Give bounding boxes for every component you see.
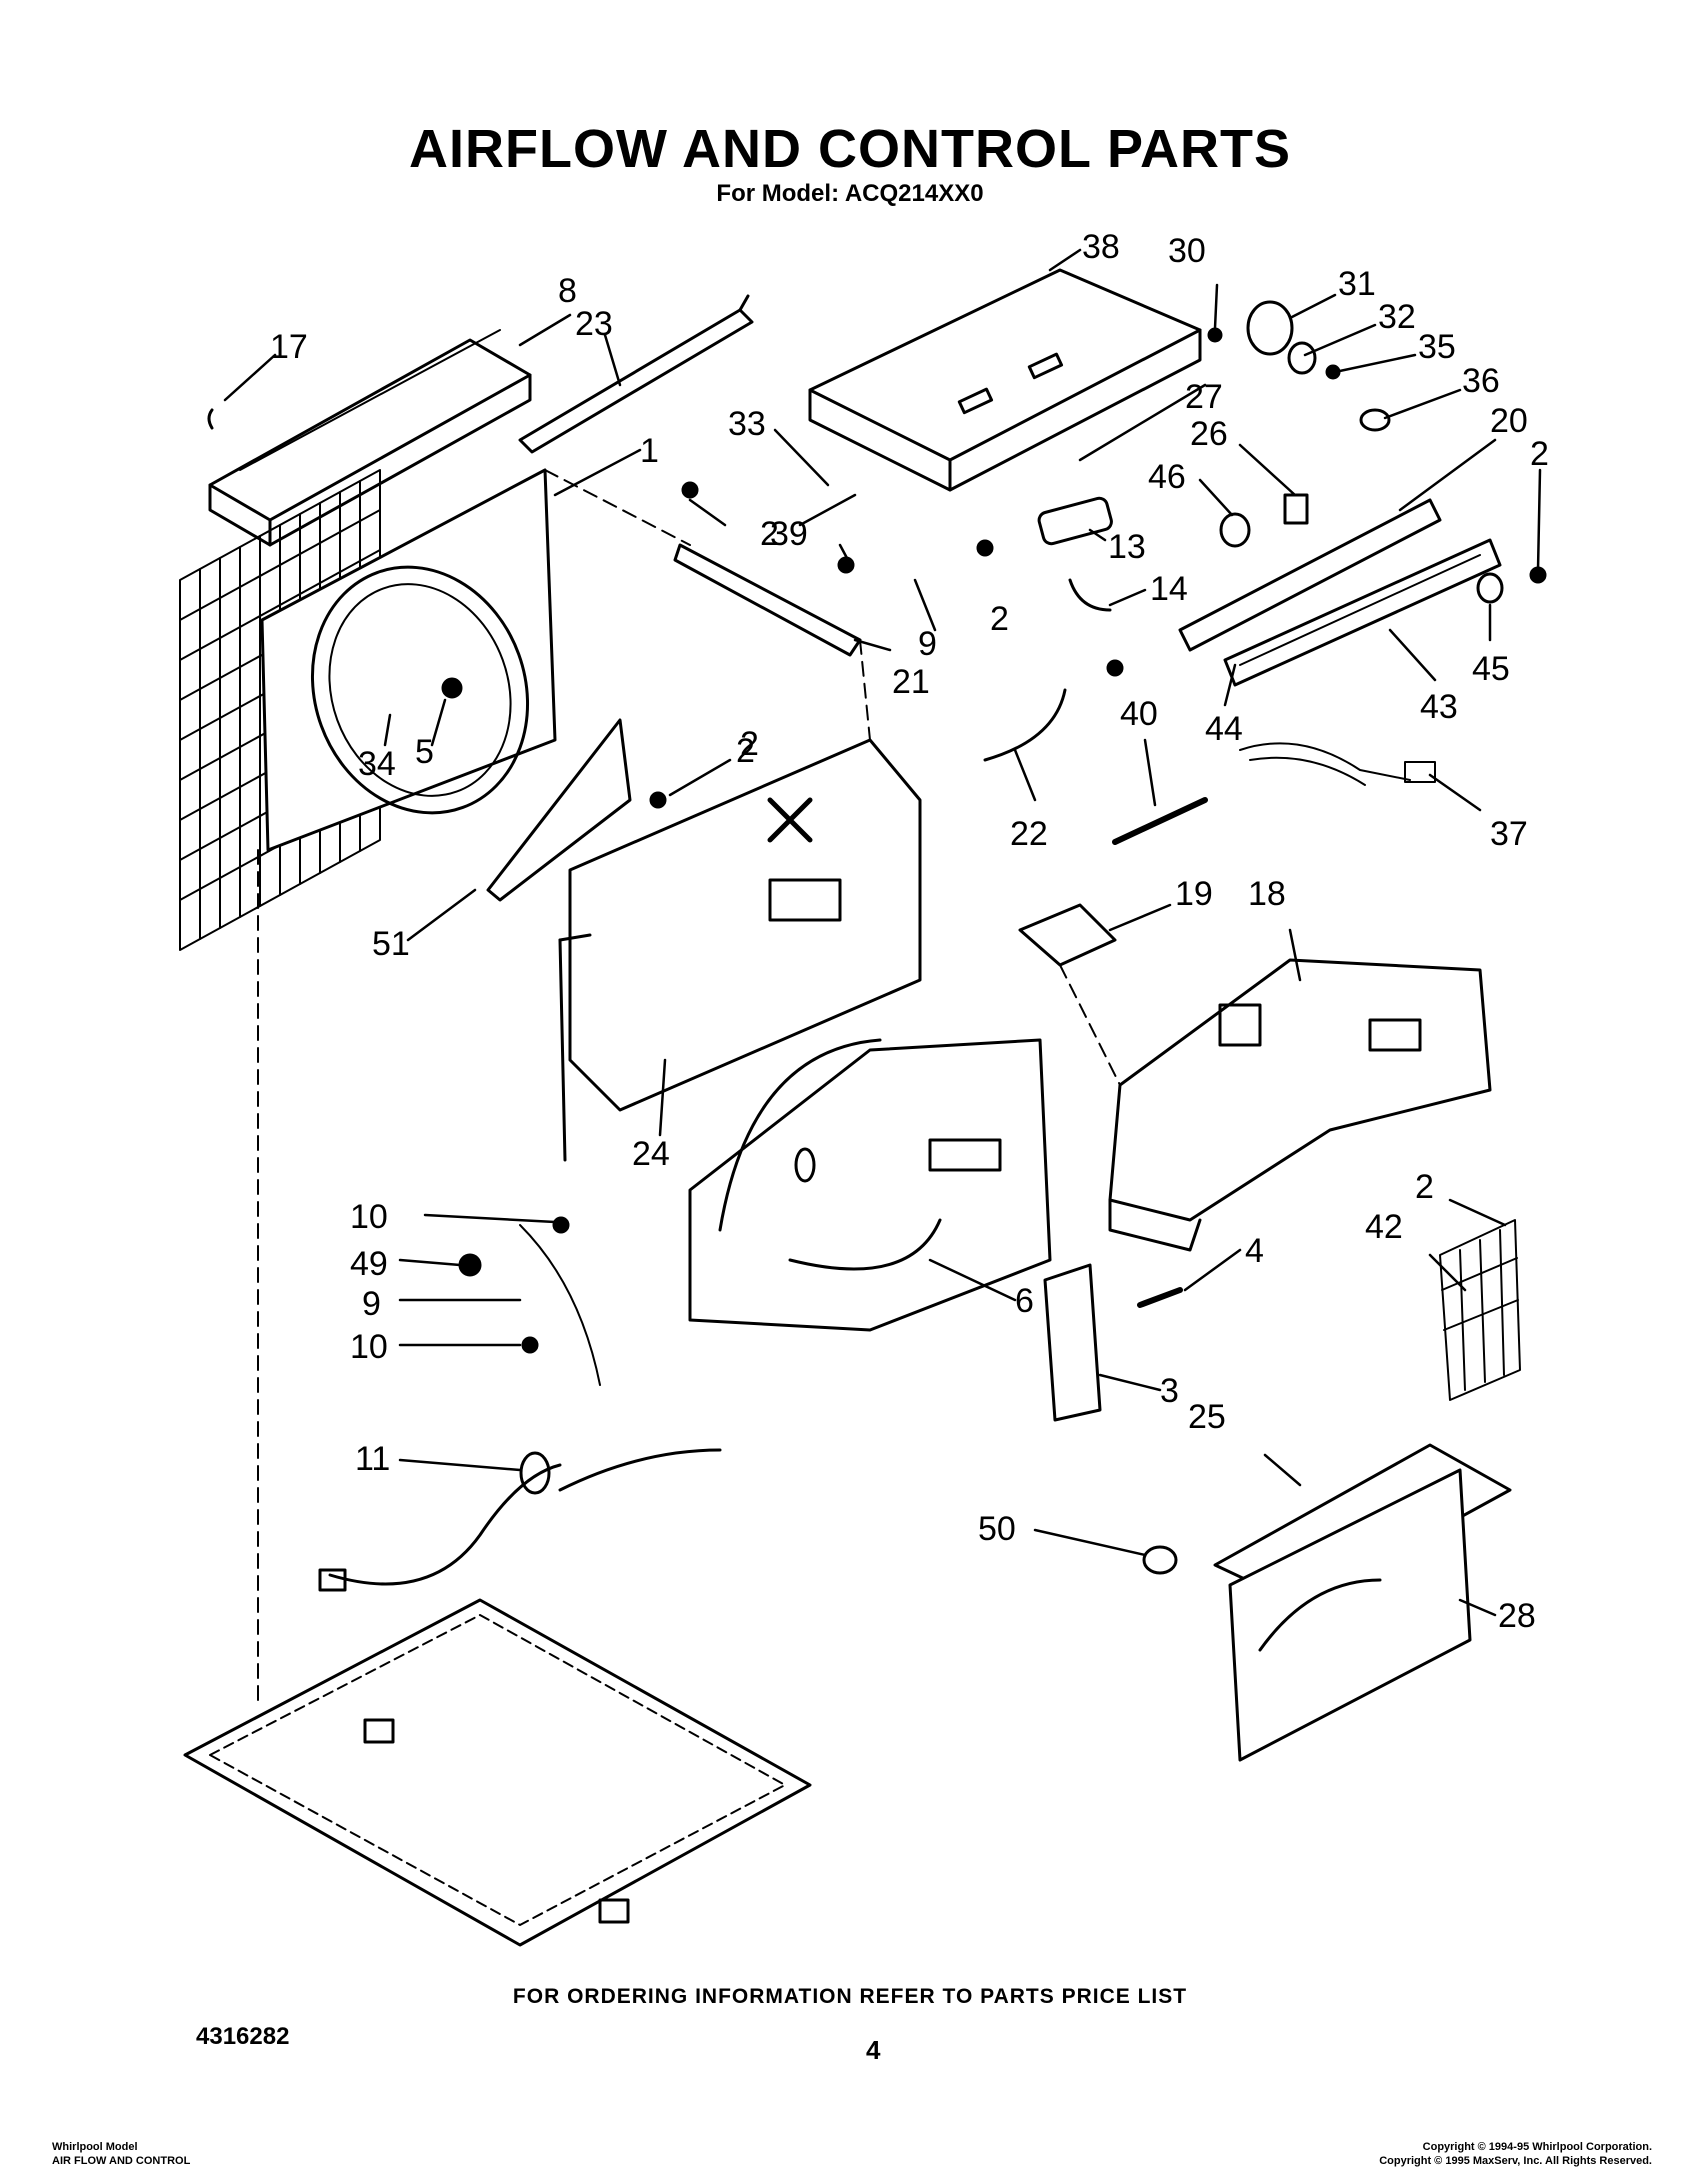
callout-36: 36 xyxy=(1462,362,1500,400)
part-26-switch xyxy=(1283,493,1309,525)
callout-30: 30 xyxy=(1168,232,1206,270)
callout-24: 24 xyxy=(632,1135,670,1173)
part-24-partition xyxy=(558,738,922,1162)
part-23-strip xyxy=(518,294,754,454)
callout-10-top: 10 xyxy=(350,1198,388,1236)
footer-copyright: Copyright © 1994-95 Whirlpool Corporatio… xyxy=(1379,2140,1652,2168)
callout-14: 14 xyxy=(1150,570,1188,608)
callout-18: 18 xyxy=(1248,875,1286,913)
part-14-wire xyxy=(1068,578,1112,612)
part-37-wire-harness xyxy=(1239,742,1436,786)
callout-11: 11 xyxy=(355,1440,390,1478)
footer-section-line: AIR FLOW AND CONTROL xyxy=(52,2155,191,2167)
part-3-plate xyxy=(1043,1263,1102,1422)
part-21-bracket xyxy=(673,543,862,657)
page-number: 4 xyxy=(866,2035,881,2065)
callout-2-mid: 2 xyxy=(990,600,1009,638)
part-40-rod xyxy=(1112,797,1208,845)
callout-2-right: 2 xyxy=(1530,435,1549,473)
callout-9-bottom: 9 xyxy=(362,1285,381,1323)
callout-32: 32 xyxy=(1378,298,1416,336)
callout-20: 20 xyxy=(1490,402,1528,440)
callout-42: 42 xyxy=(1365,1208,1403,1246)
part-ground-hardware xyxy=(458,1216,601,1386)
callout-2-lower: 2 xyxy=(740,725,759,763)
part-8-top-cover xyxy=(208,329,532,547)
alignment-lines xyxy=(257,469,1121,1701)
callout-45: 45 xyxy=(1472,650,1510,688)
model-subtitle: For Model: ACQ214XX0 xyxy=(716,180,984,207)
copyright-line-2: Copyright © 1995 MaxServ, Inc. All Right… xyxy=(1379,2155,1652,2167)
ordering-note: FOR ORDERING INFORMATION REFER TO PARTS … xyxy=(512,1985,1188,2008)
part-2-screws xyxy=(649,481,1547,809)
callout-35: 35 xyxy=(1418,328,1456,366)
callout-6: 6 xyxy=(1015,1282,1034,1320)
part-6-scroll xyxy=(688,1038,1052,1332)
part-25-front-panel xyxy=(1213,1443,1512,1762)
callout-2-filter: 2 xyxy=(1415,1168,1434,1206)
callout-23: 23 xyxy=(575,305,613,343)
callout-10-bottom: 10 xyxy=(350,1328,388,1366)
part-knob-assembly xyxy=(1207,300,1391,432)
callout-49: 49 xyxy=(350,1245,388,1283)
callout-31: 31 xyxy=(1338,265,1376,303)
part-1-shroud xyxy=(260,468,557,852)
part-11-power-cord xyxy=(318,1448,722,1592)
part-4-screw xyxy=(1137,1287,1183,1308)
callout-13: 13 xyxy=(1108,528,1146,566)
callout-38: 38 xyxy=(1082,228,1120,266)
part-17-clip xyxy=(207,408,214,430)
part-50-cap xyxy=(1142,1545,1178,1575)
part-22-wire xyxy=(983,688,1067,762)
callout-51: 51 xyxy=(372,925,410,963)
callout-28: 28 xyxy=(1498,1597,1536,1635)
part-19-bracket xyxy=(1018,903,1117,967)
part-20-control-rail xyxy=(1178,498,1504,687)
callout-5: 5 xyxy=(415,733,434,771)
part-base-pan xyxy=(183,1598,812,1947)
callout-4: 4 xyxy=(1245,1232,1264,1270)
callout-3: 3 xyxy=(1160,1372,1179,1410)
footer-left: Whirlpool Model AIR FLOW AND CONTROL xyxy=(52,2140,190,2168)
footer-brand-line: Whirlpool Model xyxy=(52,2141,138,2153)
callout-43: 43 xyxy=(1420,688,1458,726)
callout-39: 39 xyxy=(770,515,808,553)
callout-17: 17 xyxy=(270,328,308,366)
callout-26: 26 xyxy=(1190,415,1228,453)
leader-lines xyxy=(223,248,1542,1617)
part-38-control-bracket xyxy=(808,268,1202,492)
callout-44: 44 xyxy=(1205,710,1243,748)
part-13-capacitor xyxy=(1037,496,1113,546)
callout-27: 27 xyxy=(1185,378,1223,416)
callout-8: 8 xyxy=(558,272,577,310)
callout-19: 19 xyxy=(1175,875,1213,913)
callout-46: 46 xyxy=(1148,458,1186,496)
callout-50: 50 xyxy=(978,1510,1016,1548)
part-46-relay xyxy=(1219,512,1251,548)
callout-34: 34 xyxy=(358,745,396,783)
callout-33: 33 xyxy=(728,405,766,443)
callout-1: 1 xyxy=(640,432,659,470)
callout-2-bracket: 2 xyxy=(760,515,779,553)
callout-labels: 8 23 17 1 34 5 51 2 33 39 2 9 2 21 38 27… xyxy=(270,228,1549,1635)
document-number: 4316282 xyxy=(196,2023,290,2050)
part-51-plate xyxy=(486,718,632,902)
callout-9-top: 9 xyxy=(918,625,937,663)
part-18-duct xyxy=(1108,958,1492,1252)
callout-37: 37 xyxy=(1490,815,1528,853)
callout-22: 22 xyxy=(1010,815,1048,853)
callout-21: 21 xyxy=(892,663,930,701)
copyright-line-1: Copyright © 1994-95 Whirlpool Corporatio… xyxy=(1422,2141,1652,2153)
callout-40: 40 xyxy=(1120,695,1158,733)
part-42-filter xyxy=(1439,1219,1521,1401)
page-title: AIRFLOW AND CONTROL PARTS xyxy=(409,119,1291,179)
callout-25: 25 xyxy=(1188,1398,1226,1436)
callout-2-shroud: 2 xyxy=(736,732,755,770)
